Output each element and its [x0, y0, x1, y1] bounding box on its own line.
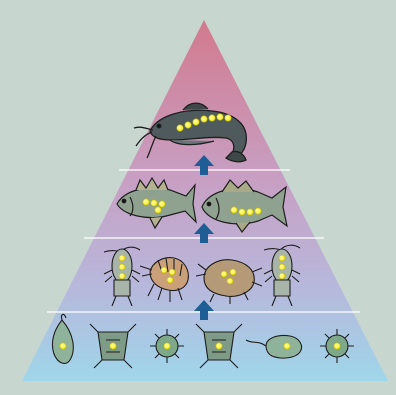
toxin-dot	[284, 343, 290, 349]
toxin-dot	[216, 343, 222, 349]
toxin-dot	[334, 343, 340, 349]
radiolarian-icon	[150, 329, 184, 363]
radiolarian-icon	[320, 329, 354, 363]
toxin-dot	[164, 343, 170, 349]
toxin-dot	[60, 343, 66, 349]
toxin-dots	[279, 255, 285, 279]
toxin-dot	[110, 343, 116, 349]
toxin-dots	[119, 255, 125, 279]
